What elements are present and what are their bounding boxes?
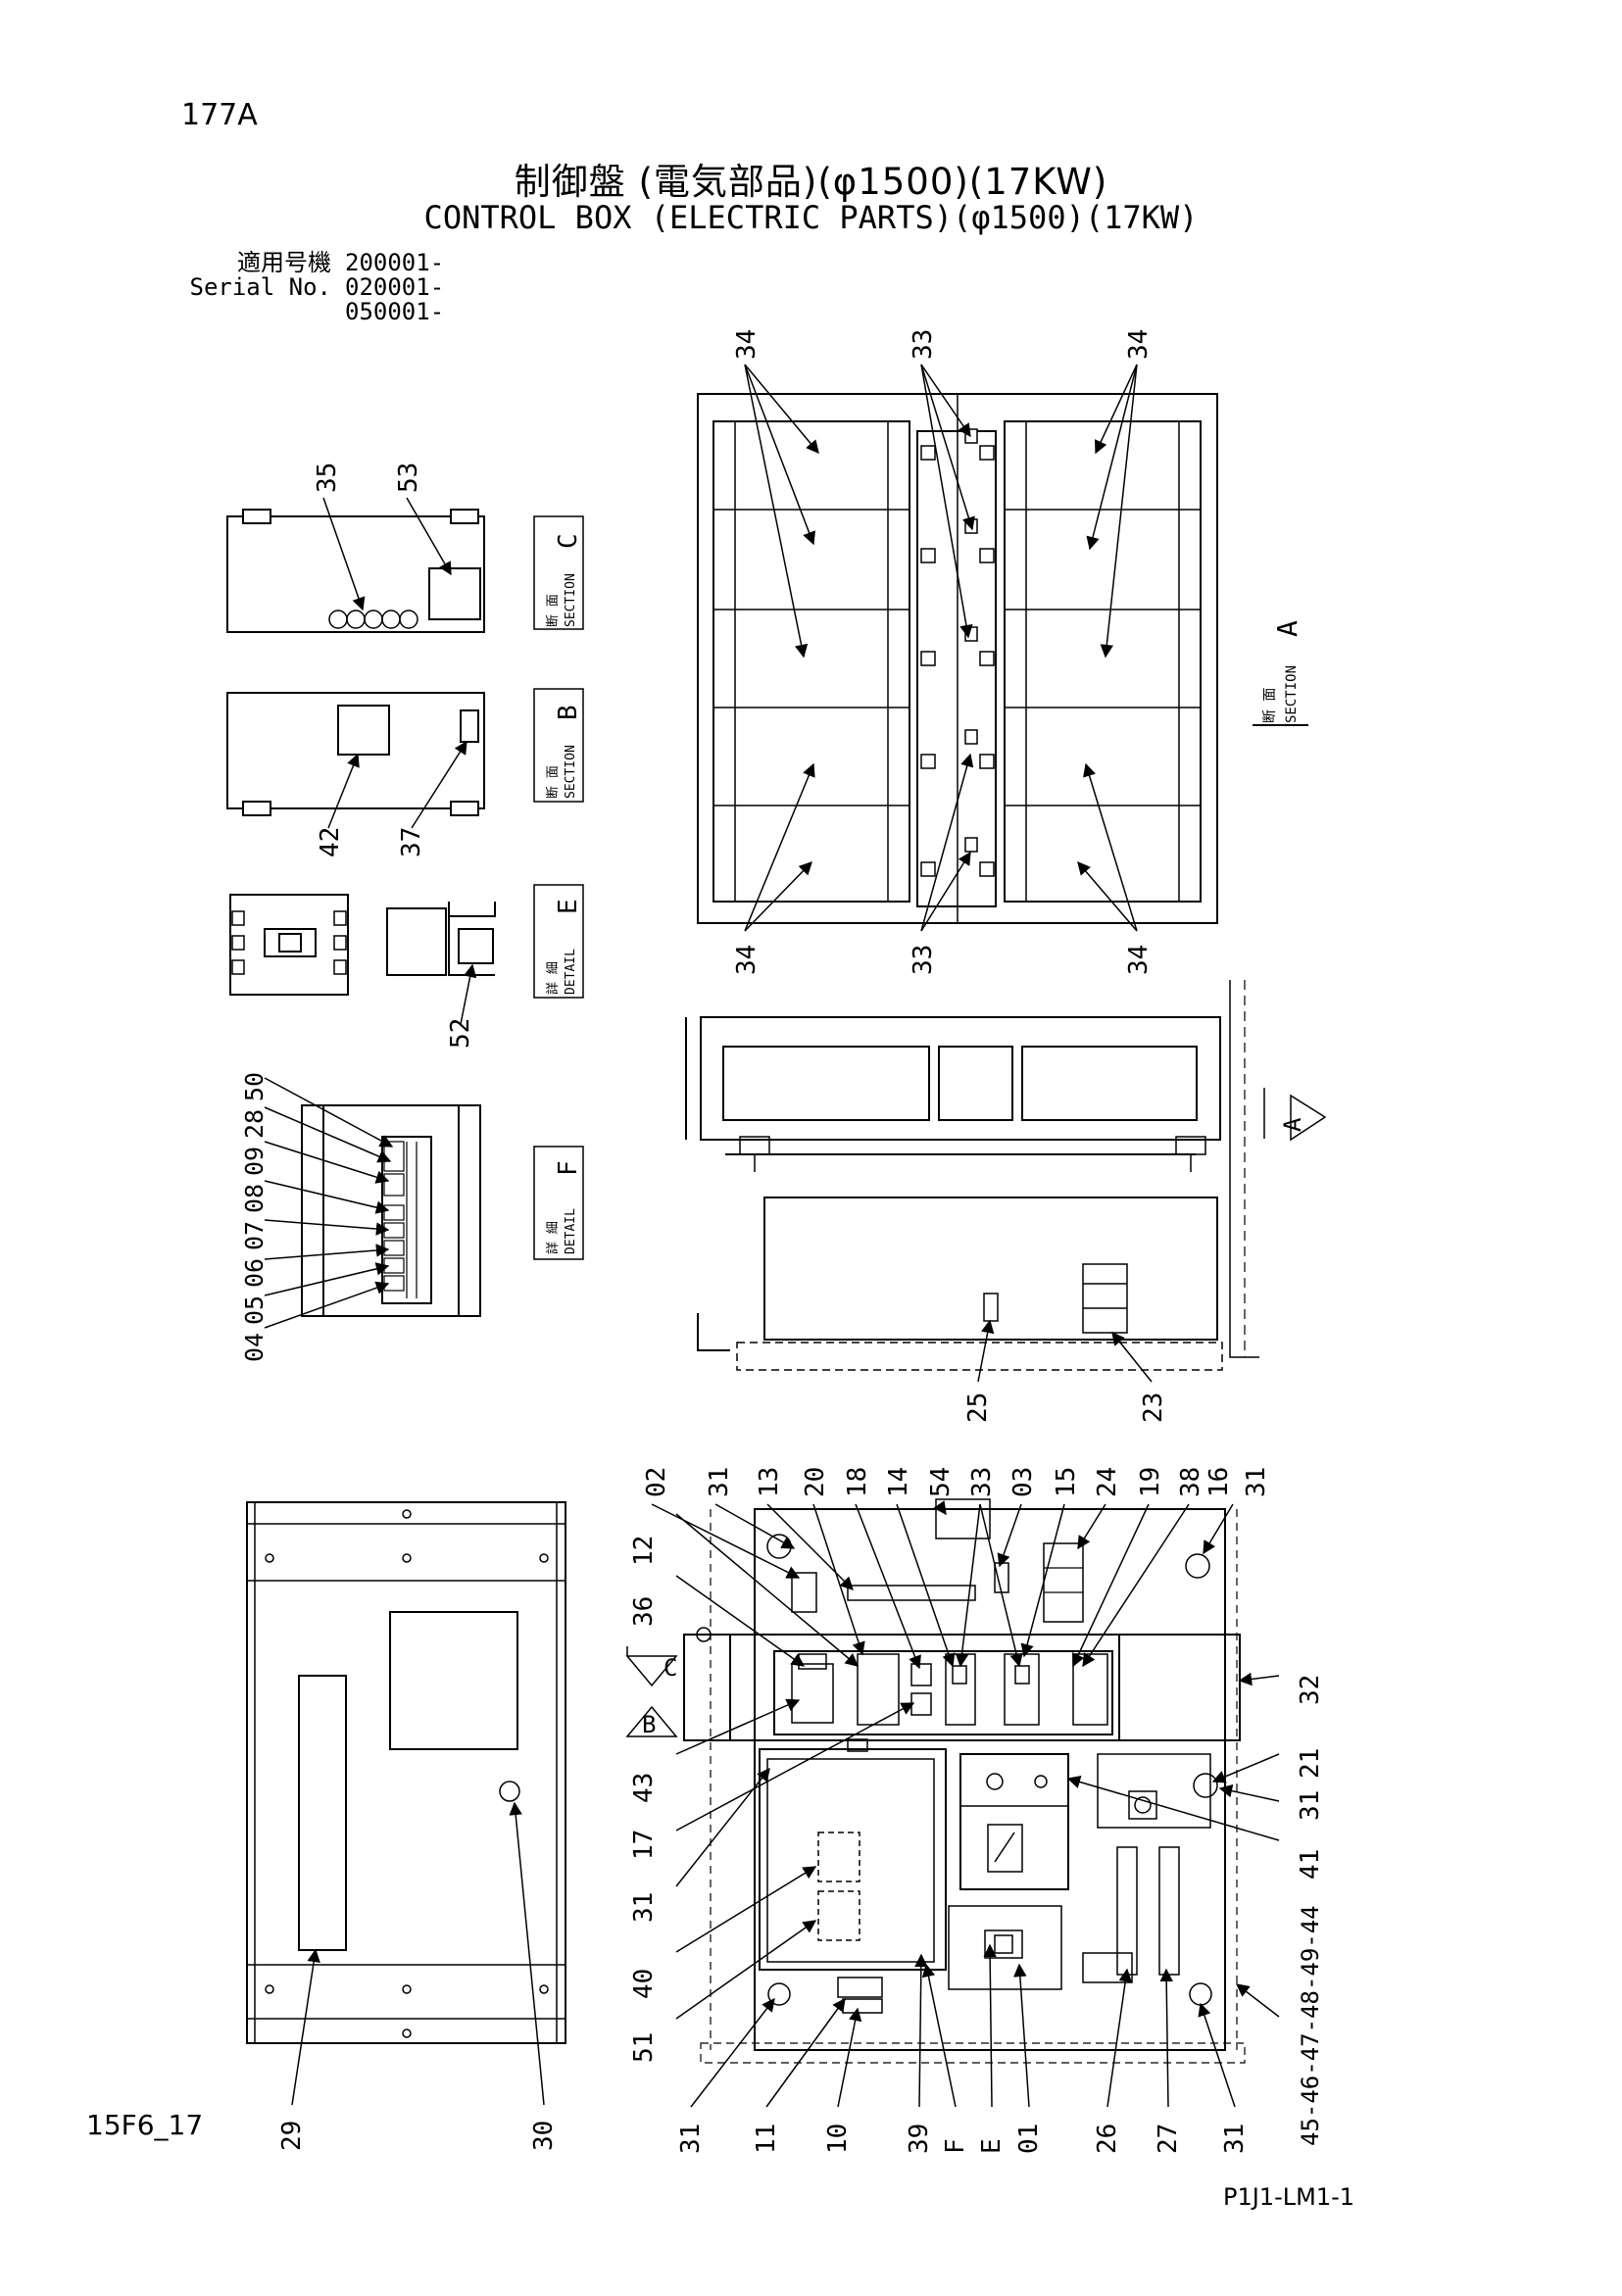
top-view-battery-rack — [697, 364, 1218, 932]
callout-15: 15 — [1052, 1467, 1081, 1497]
callout-31-bottom-b: 31 — [1220, 2124, 1250, 2154]
callout-30: 30 — [529, 2121, 559, 2151]
callout-f-ref: F — [941, 2138, 970, 2154]
callout-e-ref: E — [977, 2138, 1007, 2154]
detail-f-view — [264, 1077, 584, 1329]
callout-41: 41 — [1296, 1849, 1325, 1880]
side-view-arrow-a: A — [1279, 1117, 1306, 1132]
callout-13: 13 — [755, 1467, 784, 1497]
callout-32: 32 — [1296, 1675, 1325, 1705]
callout-35: 35 — [313, 463, 342, 493]
callout-26: 26 — [1093, 2124, 1122, 2154]
callout-08: 08 — [240, 1184, 269, 1213]
figure-code: 15F6_17 — [86, 2109, 204, 2141]
callout-01: 01 — [1014, 2124, 1044, 2154]
svg-text:DETAIL: DETAIL — [564, 949, 578, 995]
callout-33-main: 33 — [967, 1467, 997, 1497]
callout-02: 02 — [642, 1467, 671, 1497]
callout-31-top-b: 31 — [1242, 1467, 1271, 1497]
callout-07: 07 — [240, 1221, 269, 1250]
callout-43: 43 — [629, 1773, 659, 1803]
arrow-c-letter: C — [664, 1654, 677, 1682]
callout-28: 28 — [240, 1109, 269, 1139]
title-japanese: 制御盤 (電気部品)(φ1500)(17KW) — [514, 161, 1108, 203]
callout-36: 36 — [629, 1596, 659, 1627]
callout-31-bottom-a: 31 — [676, 2124, 706, 2154]
callout-45-44: 45-46-47-48-49-44 — [1297, 1905, 1324, 2146]
callout-53: 53 — [394, 463, 423, 493]
main-panel-view — [625, 1498, 1280, 2108]
callout-52: 52 — [446, 1018, 475, 1049]
section-b-letter: B — [554, 705, 583, 720]
callout-38: 38 — [1176, 1467, 1205, 1497]
callout-50: 50 — [240, 1072, 269, 1101]
callout-33-b: 33 — [909, 945, 938, 975]
sheet-code: P1J1-LM1-1 — [1223, 2183, 1355, 2211]
svg-text:DETAIL: DETAIL — [564, 1208, 578, 1254]
serial-block: 適用号機 200001- Serial No. 020001- 050001- — [178, 249, 445, 325]
callout-20: 20 — [801, 1467, 830, 1497]
callout-03: 03 — [1008, 1467, 1038, 1497]
side-view — [685, 980, 1327, 1383]
section-a-label: 断 面 SECTION A — [1253, 620, 1308, 726]
callout-34-b: 34 — [1124, 329, 1154, 360]
callout-29: 29 — [277, 2121, 307, 2151]
callout-31-left: 31 — [629, 1892, 659, 1923]
callout-23: 23 — [1139, 1392, 1168, 1423]
svg-text:詳 細: 詳 細 — [545, 961, 561, 995]
callout-16: 16 — [1204, 1467, 1234, 1497]
detail-e-letter: E — [554, 899, 583, 914]
svg-text:SECTION: SECTION — [564, 573, 578, 627]
callout-34-c: 34 — [732, 945, 762, 975]
callout-12: 12 — [629, 1536, 659, 1566]
callout-40: 40 — [629, 1969, 659, 1999]
svg-text:A: A — [1271, 620, 1303, 637]
svg-text:詳 細: 詳 細 — [545, 1221, 561, 1254]
serial-3: 050001- — [345, 298, 445, 325]
detail-e-view — [229, 884, 584, 1025]
section-b-view — [226, 688, 584, 829]
callout-25: 25 — [963, 1392, 993, 1423]
callout-09: 09 — [240, 1147, 269, 1176]
callout-10: 10 — [823, 2124, 853, 2154]
svg-text:SECTION: SECTION — [1284, 665, 1300, 723]
serial-label-jp: 適用号機 — [237, 249, 331, 276]
detail-f-letter: F — [554, 1160, 583, 1176]
title-english: CONTROL BOX (ELECTRIC PARTS)(φ1500)(17KW… — [423, 199, 1199, 236]
section-c-view — [226, 497, 584, 633]
callout-33-a: 33 — [909, 329, 938, 360]
callout-17: 17 — [629, 1830, 659, 1860]
svg-text:断 面: 断 面 — [1262, 688, 1278, 723]
callout-51: 51 — [629, 2032, 659, 2063]
callout-04: 04 — [240, 1333, 269, 1362]
callout-27: 27 — [1154, 2124, 1183, 2154]
callout-31-top-a: 31 — [705, 1467, 734, 1497]
callout-18: 18 — [843, 1467, 872, 1497]
cover-panel-view — [246, 1501, 566, 2106]
svg-text:断 面: 断 面 — [546, 765, 561, 799]
section-c-letter: C — [554, 533, 583, 549]
callout-06: 06 — [240, 1258, 269, 1288]
svg-text:断 面: 断 面 — [546, 594, 561, 627]
callout-14: 14 — [884, 1467, 913, 1497]
serial-1: 200001- — [345, 249, 445, 276]
serial-label-en: Serial No. — [189, 273, 332, 301]
serial-2: 020001- — [345, 273, 445, 301]
callout-39: 39 — [905, 2124, 934, 2154]
callout-34-a: 34 — [732, 329, 762, 360]
callout-54: 54 — [926, 1467, 956, 1497]
callout-42: 42 — [316, 827, 345, 857]
callout-21: 21 — [1296, 1748, 1325, 1779]
arrow-b-letter: B — [642, 1711, 656, 1738]
callout-34-d: 34 — [1124, 945, 1154, 975]
svg-text:SECTION: SECTION — [564, 745, 578, 799]
page-number: 177A — [181, 98, 258, 132]
callout-19: 19 — [1136, 1467, 1165, 1497]
callout-11: 11 — [752, 2124, 781, 2154]
callout-31-right: 31 — [1296, 1790, 1325, 1821]
callout-05: 05 — [240, 1295, 269, 1325]
callout-24: 24 — [1093, 1467, 1122, 1497]
callout-37: 37 — [397, 827, 426, 857]
